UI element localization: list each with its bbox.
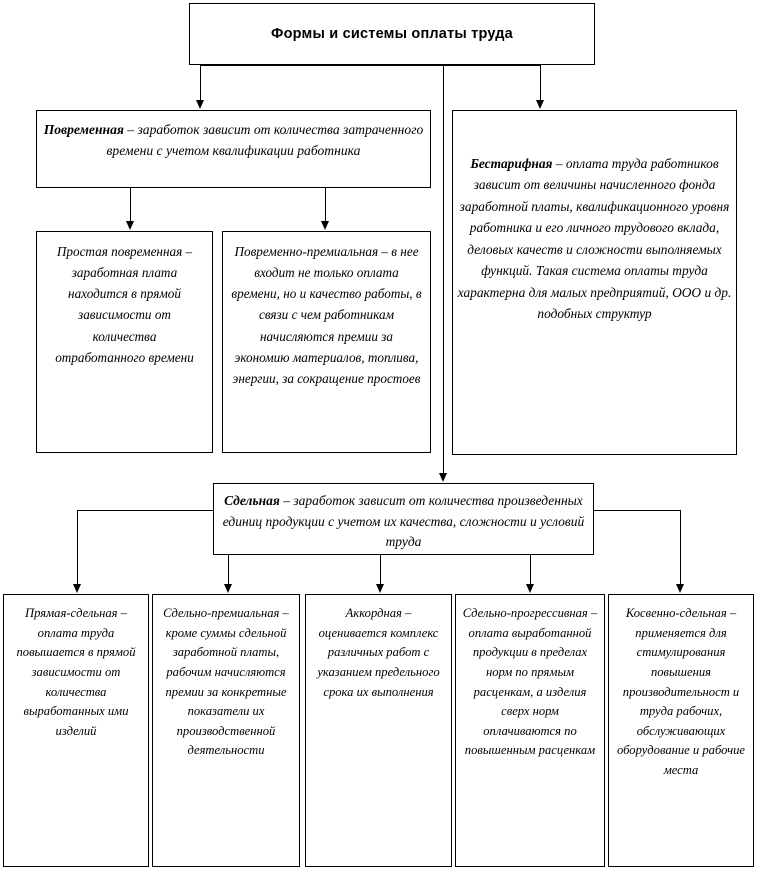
node-akkordnaya[interactable]: Аккордная – оценивается комплекс различн…: [305, 594, 452, 867]
node-akkordnaya-label: Аккордная – оценивается комплекс различн…: [317, 606, 440, 699]
arrowhead-to-povremennaya: [195, 100, 204, 109]
connector-povremennaya-to-prostaya: [130, 188, 132, 222]
node-sdelnaya[interactable]: Сдельная – заработок зависит от количест…: [213, 483, 594, 555]
term-bestarifnaya: Бестарифная: [470, 156, 553, 171]
node-sdelnaya-label: Сдельная – заработок зависит от количест…: [222, 493, 585, 550]
node-prostaya-povremennaya[interactable]: Простая повременная – заработная плата н…: [36, 231, 213, 453]
node-bestarifnaya-label: Бестарифная – оплата труда работников за…: [457, 156, 732, 322]
term-sdelnaya: Сдельная: [224, 493, 280, 508]
node-kosvenno-sdelnaya-label: Косвенно-сдельная – применяется для стим…: [617, 606, 745, 778]
connector-sdelnaya-to-progressivnaya: [530, 555, 532, 585]
connector-sdelnaya-to-premialnaya4: [228, 555, 230, 585]
node-sdelno-progressivnaya-label: Сдельно-прогрессивная – оплата выработан…: [462, 606, 598, 758]
arrowhead-to-akkordnaya: [375, 584, 384, 593]
arrowhead-to-prostaya: [125, 221, 134, 230]
node-root-label: Формы и системы оплаты труда: [271, 26, 513, 42]
node-sdelno-progressivnaya[interactable]: Сдельно-прогрессивная – оплата выработан…: [455, 594, 605, 867]
connector-sdelnaya-to-kosvennaya: [680, 510, 682, 585]
node-povremenno-premialnaya[interactable]: Повременно-премиальная – в нее входит не…: [222, 231, 431, 453]
connector-root-to-povremennaya: [200, 65, 202, 101]
arrowhead-to-bestarifnaya: [535, 100, 544, 109]
connector-povremennaya-to-premialnaya: [325, 188, 327, 222]
node-bestarifnaya[interactable]: Бестарифная – оплата труда работников за…: [452, 110, 737, 455]
arrowhead-to-sdelno-premialnaya: [223, 584, 232, 593]
term-povremennaya: Повременная: [43, 122, 124, 137]
arrowhead-to-pryamaya-sdelnaya: [72, 584, 81, 593]
node-sdelno-premialnaya[interactable]: Сдельно-премиальная – кроме суммы сдельн…: [152, 594, 300, 867]
connector-sdelnaya-to-akkordnaya: [380, 555, 382, 585]
node-povremenno-premialnaya-label: Повременно-премиальная – в нее входит не…: [231, 244, 422, 386]
connector-root-to-sdelnaya: [443, 65, 445, 474]
node-root-title[interactable]: Формы и системы оплаты труда: [189, 3, 595, 65]
arrowhead-to-premialnaya: [320, 221, 329, 230]
arrowhead-to-sdelnaya: [438, 473, 447, 482]
node-prostaya-povremennaya-label: Простая повременная – заработная плата н…: [55, 244, 194, 365]
node-povremennaya-label: Повременная – заработок зависит от колич…: [43, 122, 424, 158]
node-pryamaya-sdelnaya[interactable]: Прямая-сдельная – оплата труда повышаетс…: [3, 594, 149, 867]
node-povremennaya[interactable]: Повременная – заработок зависит от колич…: [36, 110, 431, 188]
node-sdelno-premialnaya-label: Сдельно-премиальная – кроме суммы сдельн…: [163, 606, 289, 758]
arrowhead-to-kosvenno-sdelnaya: [675, 584, 684, 593]
node-kosvenno-sdelnaya[interactable]: Косвенно-сдельная – применяется для стим…: [608, 594, 754, 867]
connector-sdelnaya-right-bus: [594, 510, 681, 512]
connector-root-bus: [200, 65, 541, 67]
node-pryamaya-sdelnaya-label: Прямая-сдельная – оплата труда повышаетс…: [16, 606, 136, 738]
connector-sdelnaya-to-pryamaya: [77, 510, 79, 585]
connector-root-to-bestarifnaya: [540, 65, 542, 101]
arrowhead-to-sdelno-progressivnaya: [525, 584, 534, 593]
connector-sdelnaya-left-bus: [77, 510, 213, 512]
